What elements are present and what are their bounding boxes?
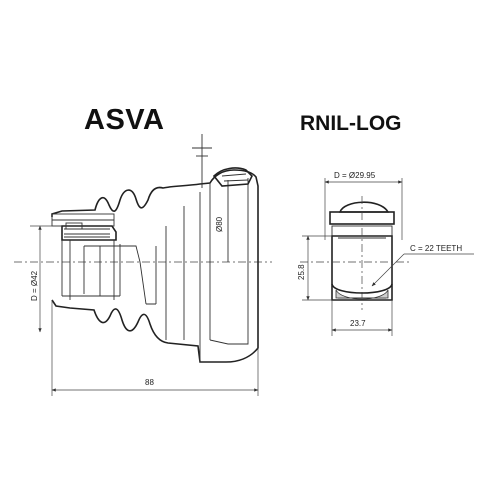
cv-joint-drawing: D = Ø29.95 C = 22 TEETH 25.8 23.7 (297, 171, 474, 336)
cv-boot-drawing: D = Ø42 Ø80 88 (14, 134, 272, 396)
brand-title: ASVA (84, 104, 165, 136)
dim-outer-label: D = Ø29.95 (334, 171, 376, 180)
dim-teeth-leader (371, 253, 405, 287)
dim-small-end-label: D = Ø42 (30, 270, 39, 301)
dim-width-label: 23.7 (350, 319, 366, 328)
dim-teeth-label: C = 22 TEETH (410, 244, 462, 253)
boot-bottom-profile (51, 262, 259, 363)
bellows-inner (120, 192, 201, 362)
joint-top-cap (338, 201, 390, 213)
clamp-band-small (61, 225, 117, 241)
dim-large-end-label: Ø80 (215, 216, 224, 232)
part-number: RNIL-LOG (300, 112, 402, 135)
boot-top-profile (51, 169, 259, 262)
small-end-inner (61, 240, 121, 262)
dim-height-label: 25.8 (297, 264, 306, 280)
dim-length-label: 88 (145, 378, 154, 387)
joint-bottom-ring (331, 283, 393, 294)
clamp-band-large (212, 167, 253, 187)
large-end-inner (209, 178, 249, 345)
